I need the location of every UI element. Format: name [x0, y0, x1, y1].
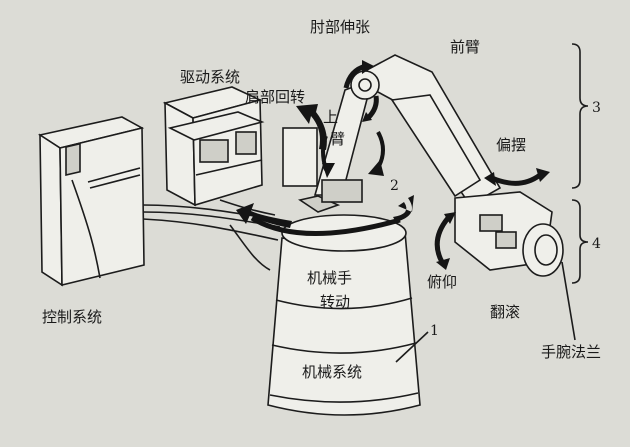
range-bracket-3: [572, 44, 588, 188]
number-4: 4: [592, 236, 601, 252]
robot-base: [268, 215, 420, 415]
label-elbow-extend: 肘部伸张: [310, 18, 370, 36]
label-yaw: 偏摆: [496, 136, 526, 154]
label-mech-system: 机械系统: [302, 363, 362, 381]
base-rotate-right-arrow: [393, 195, 414, 222]
wrist: [455, 192, 563, 276]
range-bracket-4: [572, 200, 588, 283]
forearm: [351, 55, 500, 205]
label-control-system: 控制系统: [42, 308, 102, 326]
range-brackets: [572, 44, 588, 283]
yaw-arrow: [536, 168, 550, 182]
label-drive-system: 驱动系统: [180, 68, 240, 86]
control-cabinet: [40, 117, 144, 285]
label-forearm: 前臂: [450, 38, 480, 56]
label-shoulder-rotate: 肩部回转: [245, 88, 305, 106]
number-1: 1: [430, 323, 439, 339]
label-upper-arm-1: 上: [323, 108, 338, 126]
number-3: 3: [592, 100, 601, 116]
label-upper-arm-2: 臂: [330, 130, 345, 148]
label-manip-rotate-2: 转动: [320, 293, 350, 311]
number-2: 2: [390, 178, 399, 194]
cables: [143, 200, 280, 270]
label-wrist-flange: 手腕法兰: [541, 343, 601, 361]
label-pitch: 俯仰: [427, 273, 457, 291]
label-roll: 翻滚: [490, 303, 520, 321]
label-manip-rotate-1: 机械手: [307, 269, 352, 287]
